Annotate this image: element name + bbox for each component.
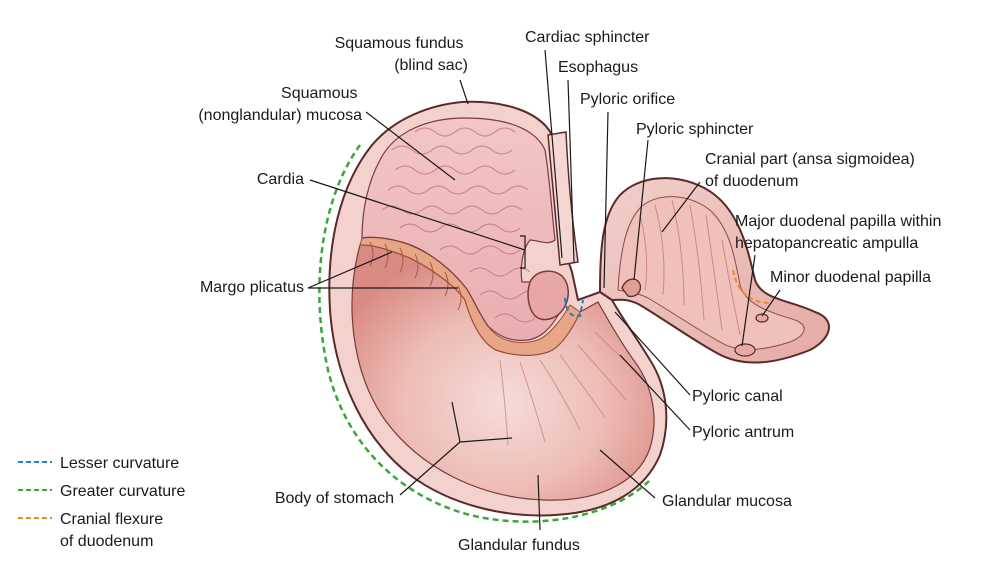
esophagus-tube — [547, 131, 579, 266]
legend-label-lesser-curvature: Lesser curvature — [60, 455, 179, 472]
margo-plicatus-folds — [369, 241, 462, 311]
legend-label-cranial-flexure: Cranial flexure of duodenum — [60, 511, 168, 550]
label-glandular-fundus: Glandular fundus — [458, 537, 580, 554]
legend-item-lesser-curvature: Lesser curvature — [18, 455, 179, 472]
label-cardiac-sphincter: Cardiac sphincter — [525, 29, 650, 46]
major-duodenal-papilla — [734, 343, 756, 357]
label-esophagus: Esophagus — [558, 59, 638, 76]
label-squamous-fundus: Squamous fundus (blind sac) — [335, 35, 468, 74]
label-glandular-mucosa: Glandular mucosa — [662, 493, 792, 510]
label-pyloric-sphincter: Pyloric sphincter — [636, 121, 754, 138]
glandular-folds — [499, 331, 644, 446]
duodenum-lumen — [617, 196, 805, 351]
legend: Lesser curvature Greater curvature Crani… — [18, 455, 185, 550]
label-minor-duodenal-papilla: Minor duodenal papilla — [770, 269, 931, 286]
legend-item-cranial-flexure: Cranial flexure of duodenum — [18, 511, 168, 550]
cranial-flexure-line — [732, 269, 773, 304]
label-pyloric-orifice: Pyloric orifice — [580, 91, 675, 108]
label-pyloric-canal: Pyloric canal — [692, 388, 783, 405]
label-margo-plicatus: Margo plicatus — [200, 279, 304, 296]
legend-item-greater-curvature: Greater curvature — [18, 483, 185, 500]
squamous-wrinkles — [381, 127, 541, 323]
label-cranial-part-duodenum: Cranial part (ansa sigmoidea) of duodenu… — [705, 151, 919, 190]
duodenum — [598, 177, 830, 364]
leader-lines — [307, 49, 781, 531]
greater-curvature-line — [318, 144, 651, 523]
minor-duodenal-papilla — [755, 313, 769, 323]
label-squamous-mucosa: Squamous (nonglandular) mucosa — [198, 85, 362, 124]
label-cardia: Cardia — [257, 171, 304, 188]
lesser-curvature-line — [564, 297, 584, 318]
duodenum-folds — [639, 199, 741, 336]
legend-label-greater-curvature: Greater curvature — [60, 483, 185, 500]
stomach — [318, 100, 668, 523]
label-pyloric-antrum: Pyloric antrum — [692, 424, 794, 441]
pyloric-sphincter-ring — [621, 278, 642, 298]
labels: Squamous fundus (blind sac) Cardiac sphi… — [198, 29, 946, 554]
cardia-opening — [527, 270, 569, 321]
label-major-duodenal-papilla: Major duodenal papilla within hepatopanc… — [735, 213, 946, 252]
label-body-of-stomach: Body of stomach — [275, 490, 394, 507]
